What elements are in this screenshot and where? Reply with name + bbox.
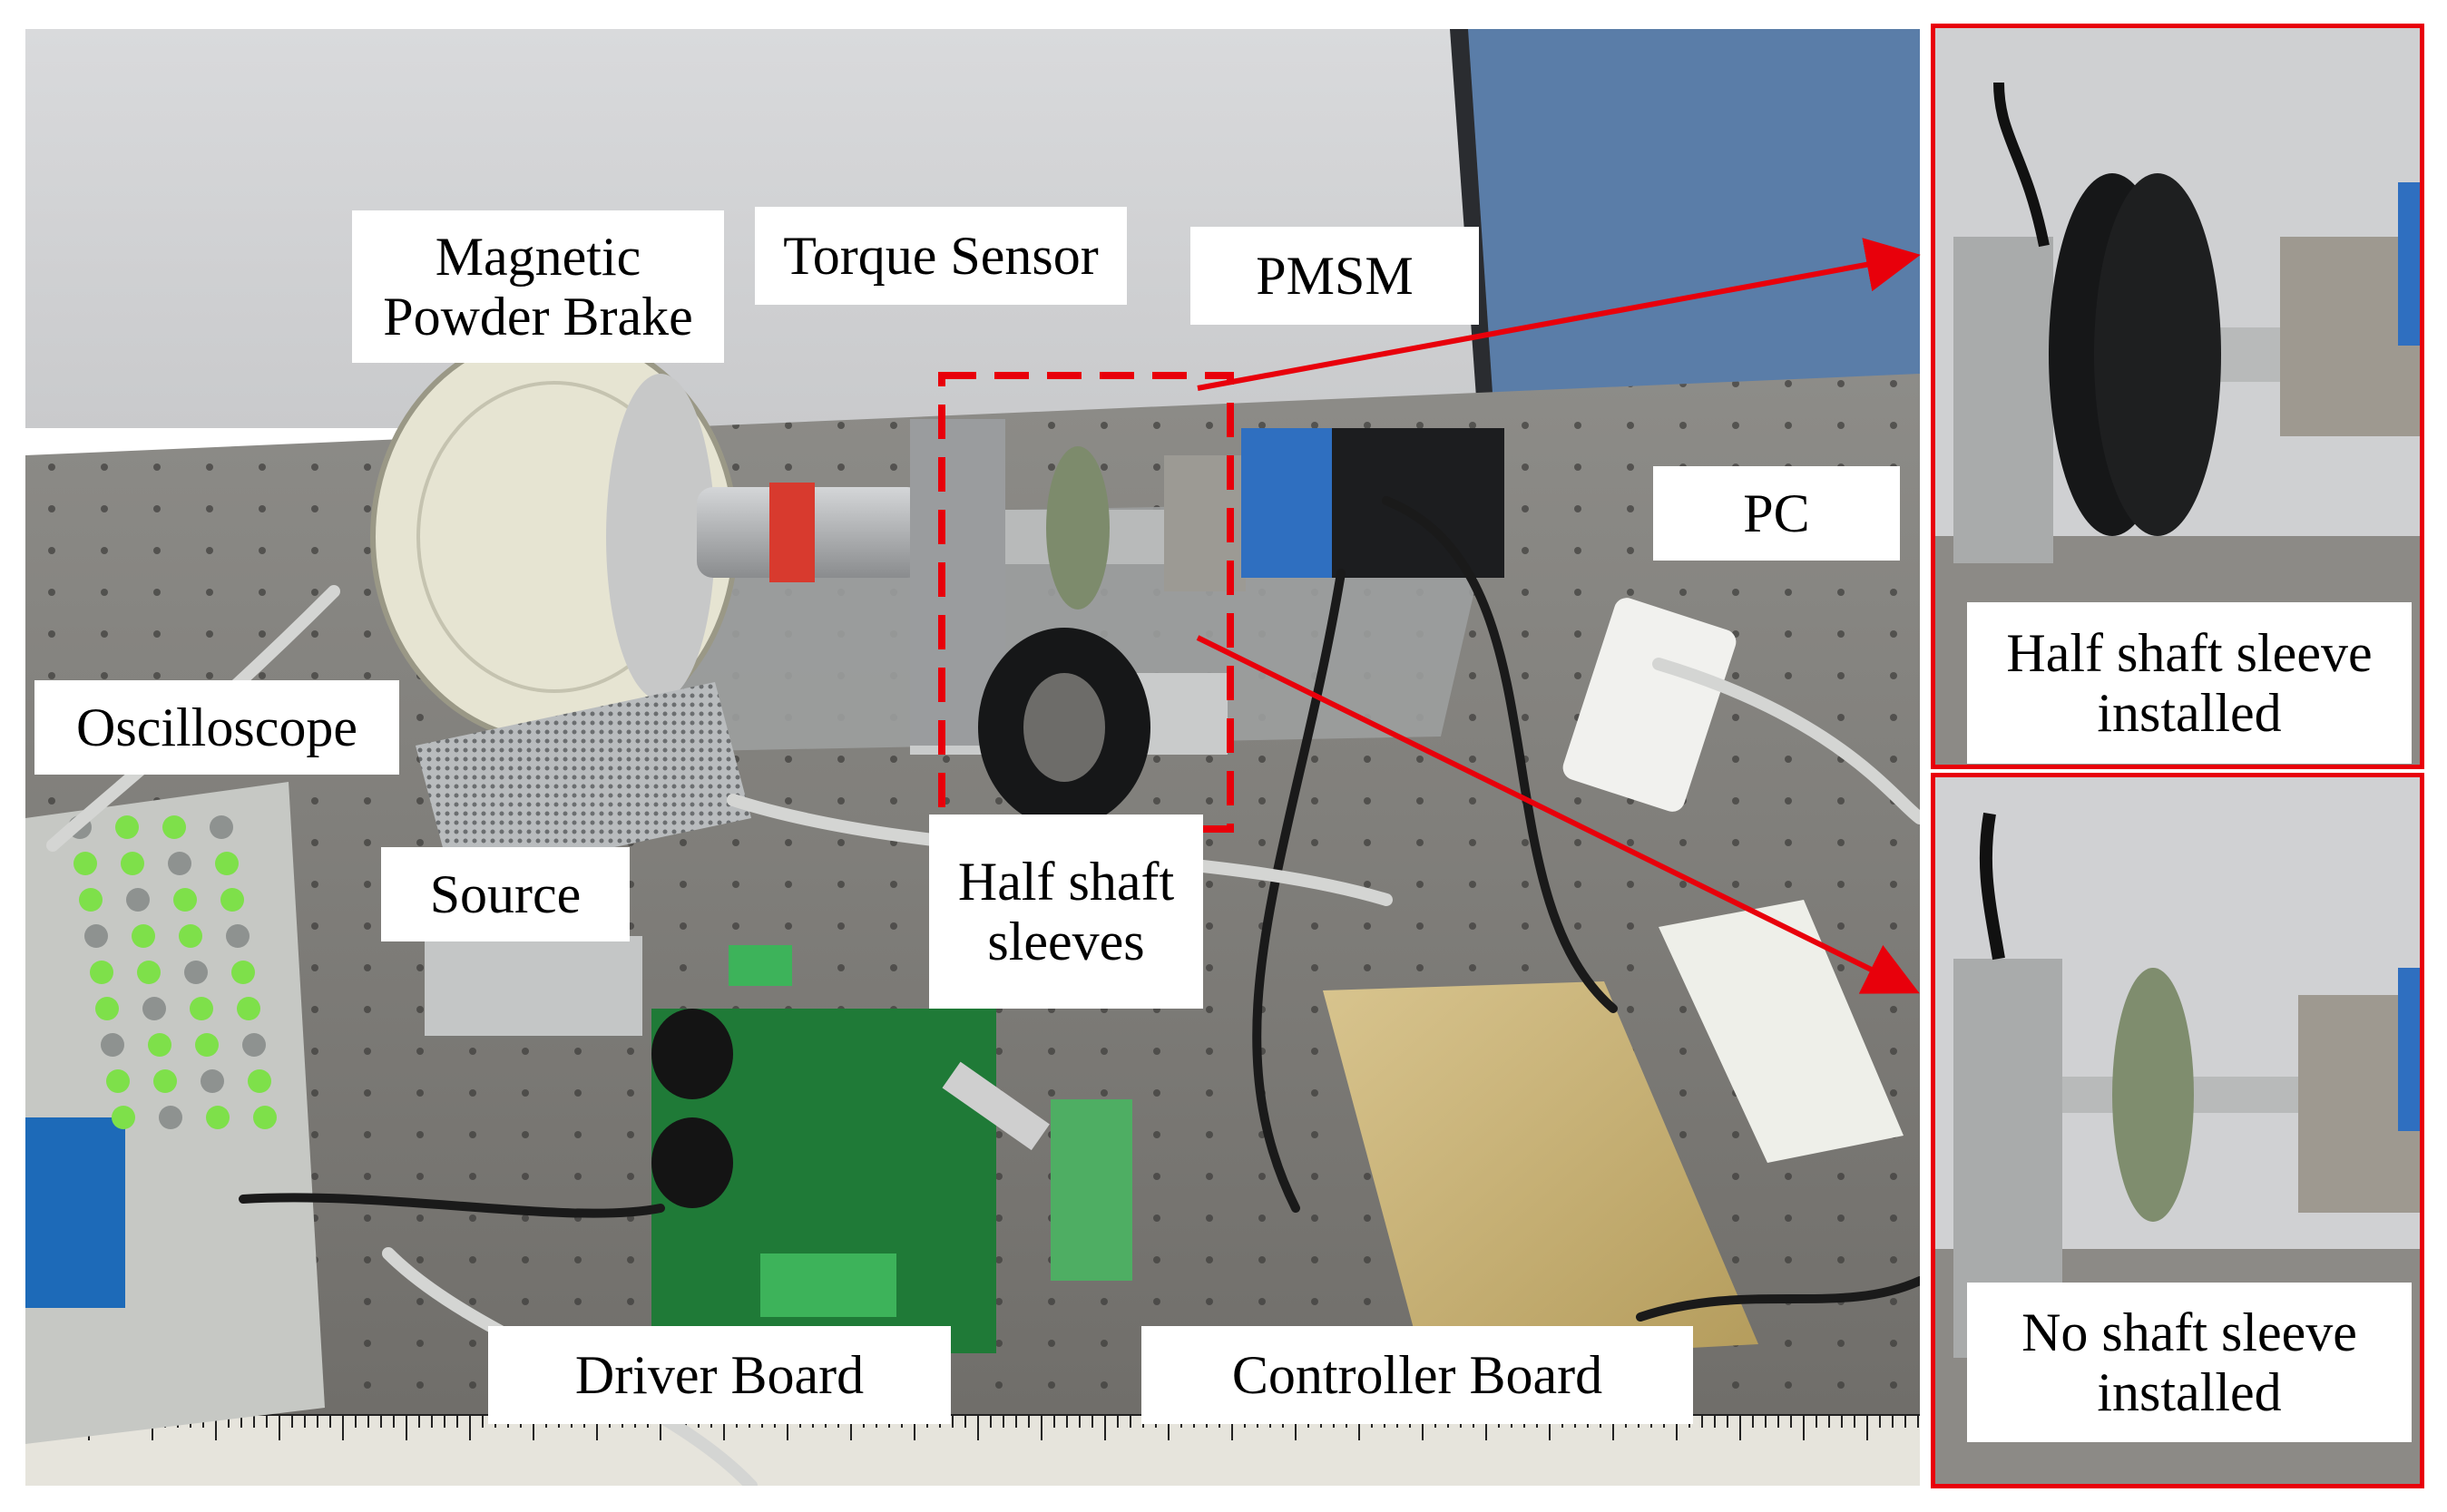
oscilloscope-knob	[168, 852, 191, 875]
ruler	[25, 1415, 1920, 1486]
oscilloscope-knob	[231, 961, 255, 984]
oscilloscope-knob	[121, 852, 144, 875]
oscilloscope-knob	[237, 997, 260, 1020]
label-no-shaft-sleeve-installed: No shaft sleeve installed	[1967, 1283, 2412, 1442]
pmsm-motor	[1164, 428, 1504, 591]
oscilloscope-knob	[220, 888, 244, 912]
oscilloscope-knob	[73, 852, 97, 875]
oscilloscope-knob	[95, 997, 119, 1020]
oscilloscope-knob	[226, 924, 250, 948]
oscilloscope-knob	[132, 924, 155, 948]
oscilloscope-knob	[206, 1106, 230, 1129]
oscilloscope-knob	[142, 997, 166, 1020]
label-torque-sensor: Torque Sensor	[755, 207, 1127, 305]
oscilloscope-knob	[115, 815, 139, 839]
oscilloscope-knob	[126, 888, 150, 912]
oscilloscope-knob	[248, 1069, 271, 1093]
driver-board-pcb	[651, 945, 996, 1353]
torque-sensor	[1046, 446, 1110, 610]
oscilloscope-knob	[195, 1033, 219, 1057]
label-controller-board: Controller Board	[1141, 1326, 1693, 1424]
oscilloscope-knob	[153, 1069, 177, 1093]
terminal-block	[1051, 1099, 1132, 1281]
controller-board-box	[1323, 981, 1758, 1362]
oscilloscope-knob	[179, 924, 202, 948]
label-magnetic-powder-brake: Magnetic Powder Brake	[352, 210, 724, 363]
oscilloscope-knob	[106, 1069, 130, 1093]
oscilloscope-knob	[190, 997, 213, 1020]
oscilloscope-knob	[210, 815, 233, 839]
oscilloscope-knob	[201, 1069, 224, 1093]
label-source: Source	[381, 847, 630, 941]
power-supply-lower	[425, 936, 642, 1036]
label-pc: PC	[1653, 466, 1900, 561]
oscilloscope-knob	[173, 888, 197, 912]
oscilloscope-knob	[137, 961, 161, 984]
oscilloscope-knob	[84, 924, 108, 948]
oscilloscope-knob	[101, 1033, 124, 1057]
label-half-shaft-sleeves: Half shaft sleeves	[929, 815, 1203, 1009]
oscilloscope-device	[25, 782, 325, 1444]
oscilloscope-knob	[242, 1033, 266, 1057]
label-oscilloscope: Oscilloscope	[34, 680, 399, 775]
oscilloscope-knob	[159, 1106, 182, 1129]
oscilloscope-knob	[162, 815, 186, 839]
label-pmsm: PMSM	[1190, 227, 1479, 325]
label-half-shaft-sleeve-installed: Half shaft sleeve installed	[1967, 602, 2412, 764]
oscilloscope-knob	[112, 1106, 135, 1129]
magnetic-powder-brake	[370, 330, 739, 744]
oscilloscope-knob	[184, 961, 208, 984]
oscilloscope-knob	[90, 961, 113, 984]
oscilloscope-knob	[215, 852, 239, 875]
label-driver-board: Driver Board	[488, 1326, 951, 1424]
oscilloscope-knob	[253, 1106, 277, 1129]
oscilloscope-knob	[148, 1033, 171, 1057]
power-supply-mesh	[416, 682, 751, 882]
oscilloscope-knob	[79, 888, 103, 912]
